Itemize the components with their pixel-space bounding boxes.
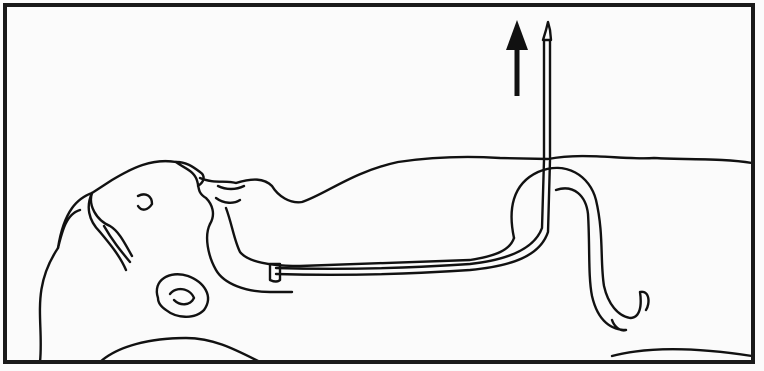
figure-frame <box>3 3 755 364</box>
